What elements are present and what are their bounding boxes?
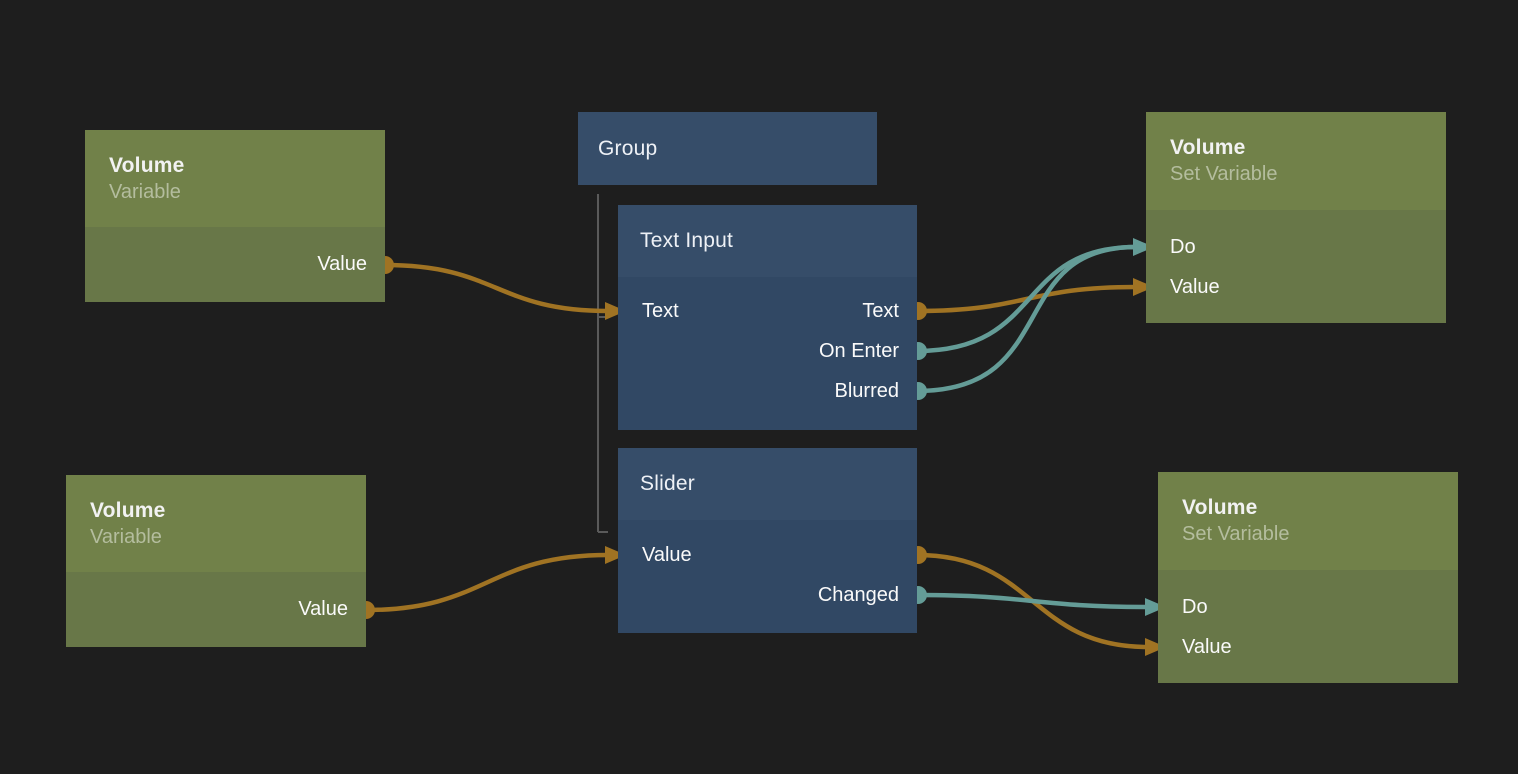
input-port-label: Value (642, 543, 692, 566)
wire-slider-changed-to-setvarbottom-do[interactable] (916, 592, 1149, 610)
node-title: Volume (1182, 496, 1258, 519)
node-title: Volume (1170, 136, 1246, 159)
port-row: Blurred (618, 371, 917, 411)
port-row: Text Text (618, 291, 917, 331)
node-title: Text Input (640, 229, 734, 252)
output-port-label: Value (317, 253, 367, 275)
output-port-label: Blurred (834, 379, 899, 402)
wire-textinput-blurred-to-setvartop-do[interactable] (916, 244, 1137, 394)
port-textinput-text-input[interactable] (605, 302, 626, 320)
node-title: Slider (640, 472, 695, 495)
node-text-input[interactable]: Text Input Text Text On Enter Blurred (618, 205, 917, 430)
node-body: Value Changed (618, 520, 917, 633)
node-volume-set-variable-top[interactable]: Volume Set Variable Do Value (1146, 112, 1446, 323)
port-row: Value (1158, 627, 1458, 667)
group-bracket-line (597, 194, 608, 533)
port-row: Value (66, 590, 366, 630)
input-port-label: Text (642, 299, 679, 322)
node-subtitle: Variable (90, 525, 162, 548)
node-body: Value (66, 572, 366, 647)
port-row: Value (1146, 267, 1446, 307)
node-header: Volume Set Variable (1146, 112, 1446, 210)
node-subtitle: Variable (109, 180, 181, 203)
output-port-label: Value (298, 598, 348, 620)
input-port-label: Value (1182, 635, 1232, 658)
port-row: Changed (618, 575, 917, 615)
node-header: Slider (618, 448, 917, 520)
port-row: Value (85, 245, 385, 285)
output-port-label: Changed (817, 583, 899, 606)
wire-vartop-to-textinput[interactable] (384, 262, 609, 314)
wire-textinput-onenter-to-setvartop-do[interactable] (916, 244, 1137, 354)
input-port-label: Do (1182, 595, 1208, 618)
node-title: Volume (109, 153, 185, 177)
port-row: Do (1158, 587, 1458, 627)
port-slider-value-input[interactable] (605, 546, 626, 564)
node-volume-variable-top[interactable]: Volume Variable Value (85, 130, 385, 302)
node-slider[interactable]: Slider Value Changed (618, 448, 917, 633)
node-volume-variable-bottom[interactable]: Volume Variable Value (66, 475, 366, 647)
node-subtitle: Set Variable (1170, 163, 1278, 185)
node-body: Text Text On Enter Blurred (618, 277, 917, 430)
node-body: Value (85, 227, 385, 302)
output-port-label: Text (862, 299, 899, 322)
port-setvartop-value-input[interactable] (1133, 278, 1154, 296)
node-subtitle: Set Variable (1182, 523, 1290, 545)
port-setvarbottom-value-input[interactable] (1145, 638, 1166, 656)
node-header: Volume Variable (85, 130, 385, 227)
node-volume-set-variable-bottom[interactable]: Volume Set Variable Do Value (1158, 472, 1458, 683)
port-row: Do (1146, 227, 1446, 267)
port-setvartop-do-input[interactable] (1133, 238, 1154, 256)
input-port-label: Value (1170, 275, 1220, 298)
output-port-label: On Enter (818, 339, 899, 362)
node-title: Group (598, 136, 658, 160)
node-body: Do Value (1146, 210, 1446, 323)
port-setvarbottom-do-input[interactable] (1145, 598, 1166, 616)
node-header: Volume Set Variable (1158, 472, 1458, 570)
port-row: On Enter (618, 331, 917, 371)
node-header: Volume Variable (66, 475, 366, 572)
wire-varbottom-to-slider[interactable] (365, 552, 609, 613)
node-group[interactable]: Group (578, 112, 877, 185)
port-row: Value (618, 535, 917, 575)
node-title: Volume (90, 498, 166, 522)
node-header: Text Input (618, 205, 917, 277)
input-port-label: Do (1170, 235, 1196, 258)
node-body: Do Value (1158, 570, 1458, 683)
